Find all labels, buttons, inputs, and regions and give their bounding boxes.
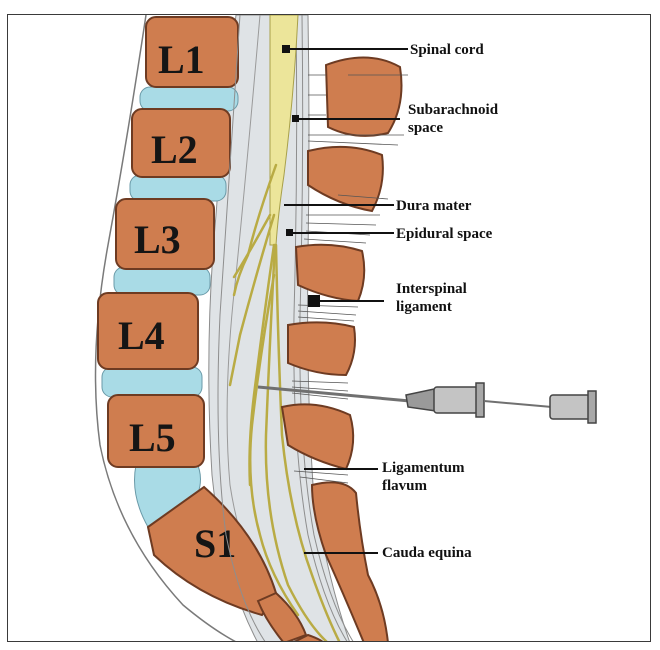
label-cauda-equina: Cauda equina	[382, 545, 472, 561]
vertebra-label-l4: L4	[118, 313, 165, 358]
label-dura-mater: Dura mater	[396, 198, 472, 214]
label-epidural-space: Epidural space	[396, 226, 493, 242]
spinous-process-1	[326, 57, 402, 135]
vertebra-label-l1: L1	[158, 37, 205, 82]
vertebra-label-s1: S1	[194, 521, 236, 566]
syringe-hub-icon	[484, 391, 596, 423]
label-flavum-line1: Ligamentum	[382, 460, 465, 476]
stylet-cap	[550, 395, 590, 419]
label-interspinal-line1: Interspinal	[396, 281, 467, 297]
label-flavum-line2: flavum	[382, 478, 428, 494]
vertebra-label-l3: L3	[134, 217, 181, 262]
needle-hub	[406, 389, 436, 411]
label-subarachnoid-line2: space	[408, 120, 443, 136]
vertebra-label-l5: L5	[129, 415, 176, 460]
spinous-process-2	[308, 147, 383, 211]
label-spinal-cord: Spinal cord	[410, 42, 484, 58]
label-interspinal-line2: ligament	[396, 299, 452, 315]
needle-barrel	[434, 387, 478, 413]
disc-l3-l4	[114, 267, 210, 295]
label-subarachnoid-line1: Subarachnoid	[408, 102, 499, 118]
diagram-frame: L1 L2 L3 L4 L5 S1	[7, 14, 651, 642]
vertebra-label-l2: L2	[151, 127, 198, 172]
disc-l4-l5	[102, 367, 202, 397]
disc-l1-l2	[140, 87, 238, 111]
disc-l2-l3	[130, 175, 226, 201]
spinous-process-4	[288, 322, 355, 375]
lumbar-spine-diagram: L1 L2 L3 L4 L5 S1	[8, 15, 651, 642]
